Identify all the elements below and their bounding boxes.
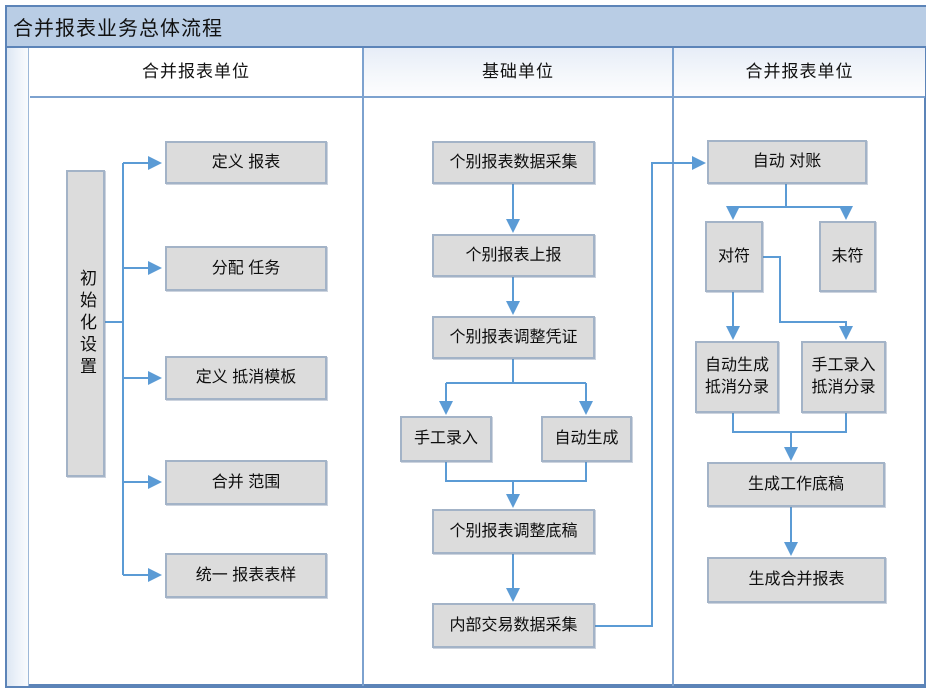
lane-header-middle: 基础单位 <box>364 48 672 96</box>
node-auto-generate: 自动生成 <box>541 416 632 462</box>
node-initialization-settings: 初始化设置 <box>66 170 105 477</box>
node-individual-report-submit: 个别报表上报 <box>432 234 595 277</box>
node-manual-entry: 手工录入 <box>400 416 492 462</box>
node-unified-report-format: 统一 报表表样 <box>165 553 327 598</box>
title-bar: 合并报表业务总体流程 <box>7 7 926 48</box>
lane-separator <box>362 48 364 686</box>
node-define-report: 定义 报表 <box>165 141 327 184</box>
lane-separator <box>672 48 674 686</box>
node-individual-data-collection: 个别报表数据采集 <box>432 141 595 184</box>
node-consolidation-scope: 合并 范围 <box>165 460 327 505</box>
node-auto-generate-elimination: 自动生成 抵消分录 <box>695 341 779 413</box>
lane-header-left: 合并报表单位 <box>142 62 250 81</box>
header-divider <box>30 96 925 98</box>
node-individual-adjustment-voucher: 个别报表调整凭证 <box>432 316 595 359</box>
left-margin-strip <box>7 48 29 686</box>
node-generate-working-paper: 生成工作底稿 <box>707 462 885 507</box>
node-generate-consolidated-report: 生成合并报表 <box>707 557 886 603</box>
lane-header-right: 合并报表单位 <box>674 48 925 96</box>
node-define-elimination-template: 定义 抵消模板 <box>165 356 327 400</box>
node-manual-entry-elimination: 手工录入 抵消分录 <box>801 341 886 413</box>
node-matched: 对符 <box>705 221 763 292</box>
node-assign-task: 分配 任务 <box>165 246 327 291</box>
node-unmatched: 未符 <box>819 221 876 292</box>
node-auto-reconciliation: 自动 对账 <box>707 140 867 184</box>
node-internal-transaction-collection: 内部交易数据采集 <box>432 603 595 648</box>
page-title: 合并报表业务总体流程 <box>13 18 223 40</box>
node-individual-adjustment-draft: 个别报表调整底稿 <box>432 509 595 554</box>
